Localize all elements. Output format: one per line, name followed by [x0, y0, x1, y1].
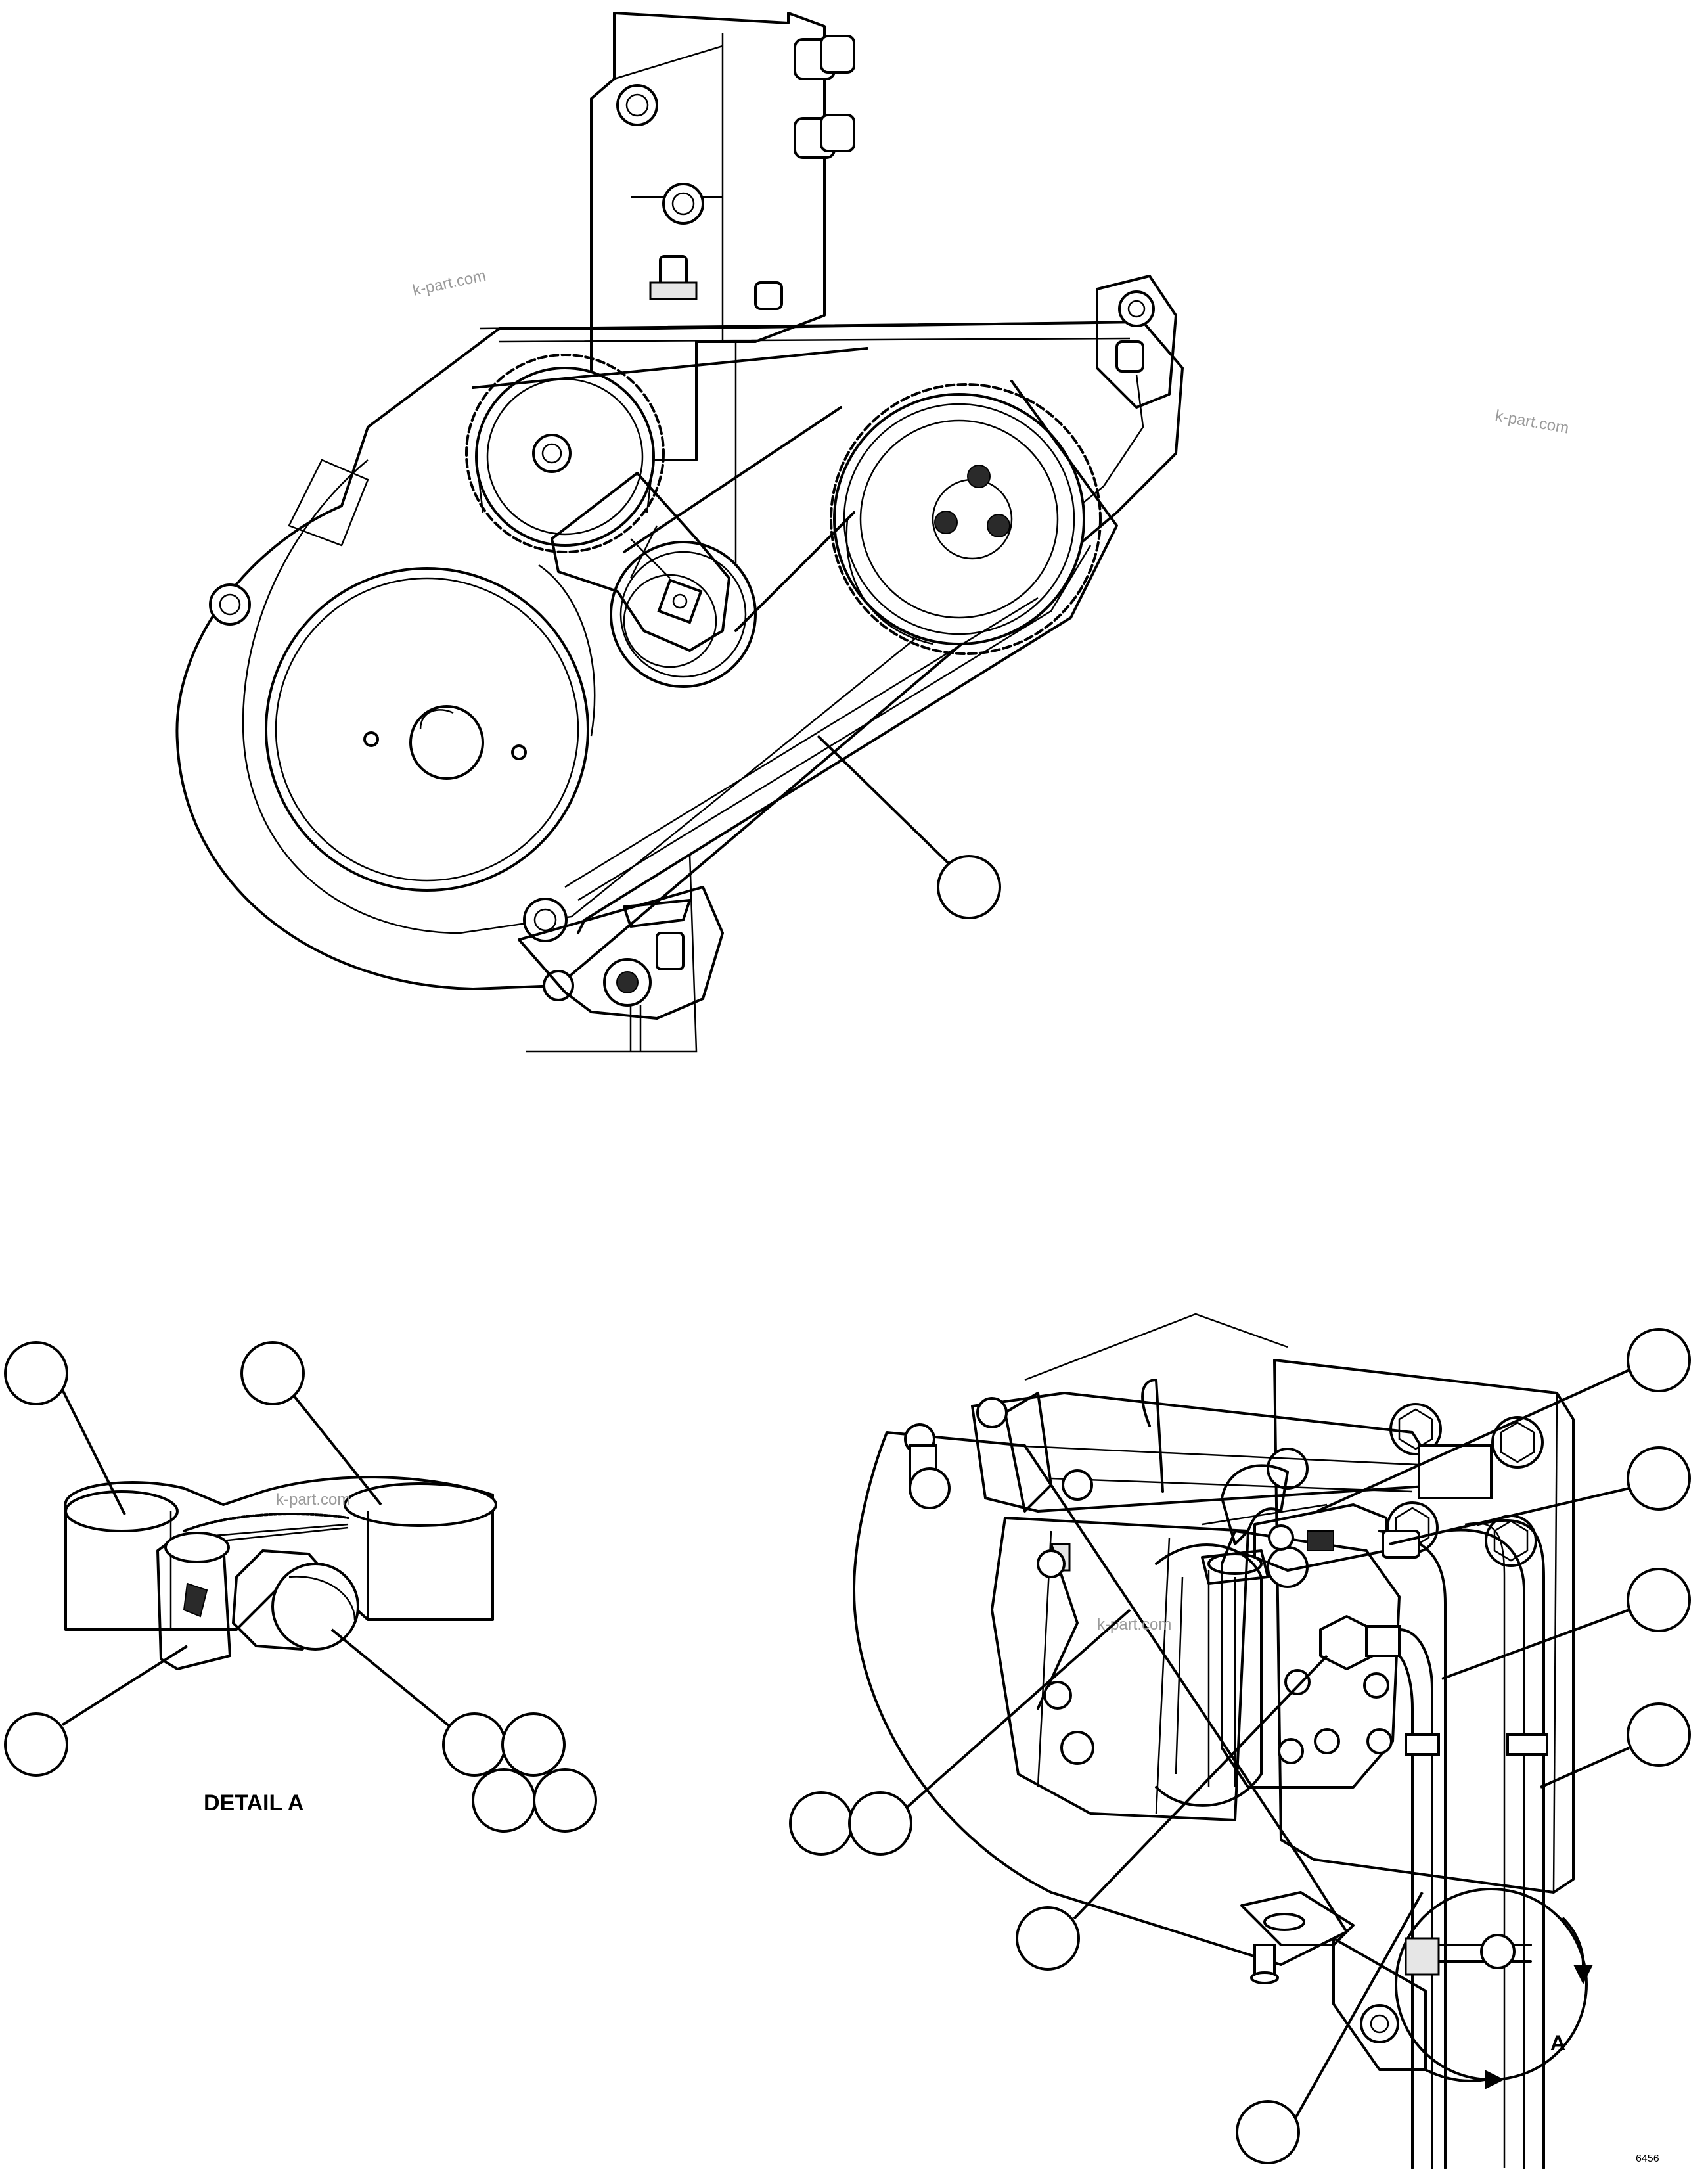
callout-balloon — [472, 1768, 536, 1833]
drive-belt — [472, 347, 1118, 934]
mounting-plate — [1273, 1359, 1575, 1894]
belt-guard — [175, 321, 1184, 990]
watermark-3: k-part.com — [276, 1491, 350, 1509]
callout-balloon — [501, 1712, 566, 1777]
belt-drive-view: k-part.com k-part.com — [175, 12, 1570, 1053]
view-letter-a: A — [1550, 2031, 1565, 2055]
detail-a-marker: A — [1395, 1888, 1593, 2089]
callout-balloon — [1627, 1446, 1691, 1511]
tensioner-bracket — [1096, 275, 1177, 409]
hook-bracket — [1221, 1464, 1289, 1545]
callout-balloon — [442, 1712, 506, 1777]
bracket-bolts — [616, 35, 855, 310]
detail-a-view: k-part.com DETAIL A — [4, 1341, 597, 1833]
callout-balloon — [848, 1791, 912, 1856]
large-pulley — [265, 564, 596, 892]
left-fitting — [904, 1392, 1093, 1513]
mounting-bracket — [590, 12, 826, 461]
watermark-2: k-part.com — [1494, 407, 1570, 437]
lower-bracket — [1240, 1891, 1427, 2071]
watermark-4: k-part.com — [1097, 1616, 1171, 1633]
callout-balloon — [1627, 1568, 1691, 1632]
callout-balloon — [4, 1712, 68, 1777]
ac-compressor — [991, 1517, 1401, 1821]
callout-balloon — [533, 1768, 597, 1833]
callout-balloon — [937, 855, 1001, 919]
lower-clamp — [518, 886, 724, 1020]
callout-balloon — [240, 1341, 305, 1405]
callout-balloon — [4, 1341, 68, 1405]
watermark-1: k-part.com — [411, 267, 487, 300]
callout-balloon — [1236, 2100, 1300, 2164]
callout-balloon — [789, 1791, 853, 1856]
callout-balloon — [1627, 1702, 1691, 1767]
drive-pulley-right — [830, 383, 1102, 655]
callout-balloon — [1016, 1906, 1080, 1971]
drawing-number: 6456 — [1636, 2153, 1659, 2164]
twin-clamp — [64, 1476, 494, 1631]
drive-pulley-left — [465, 354, 665, 553]
tensioner-arm — [551, 472, 730, 652]
housing-shell — [853, 1431, 1348, 1966]
refrigerant-hoses — [1378, 1518, 1548, 2169]
detail-a-caption: DETAIL A — [204, 1791, 303, 1815]
callout-balloon — [1627, 1328, 1691, 1392]
compressor-view: A k-part.com — [789, 1313, 1691, 2169]
